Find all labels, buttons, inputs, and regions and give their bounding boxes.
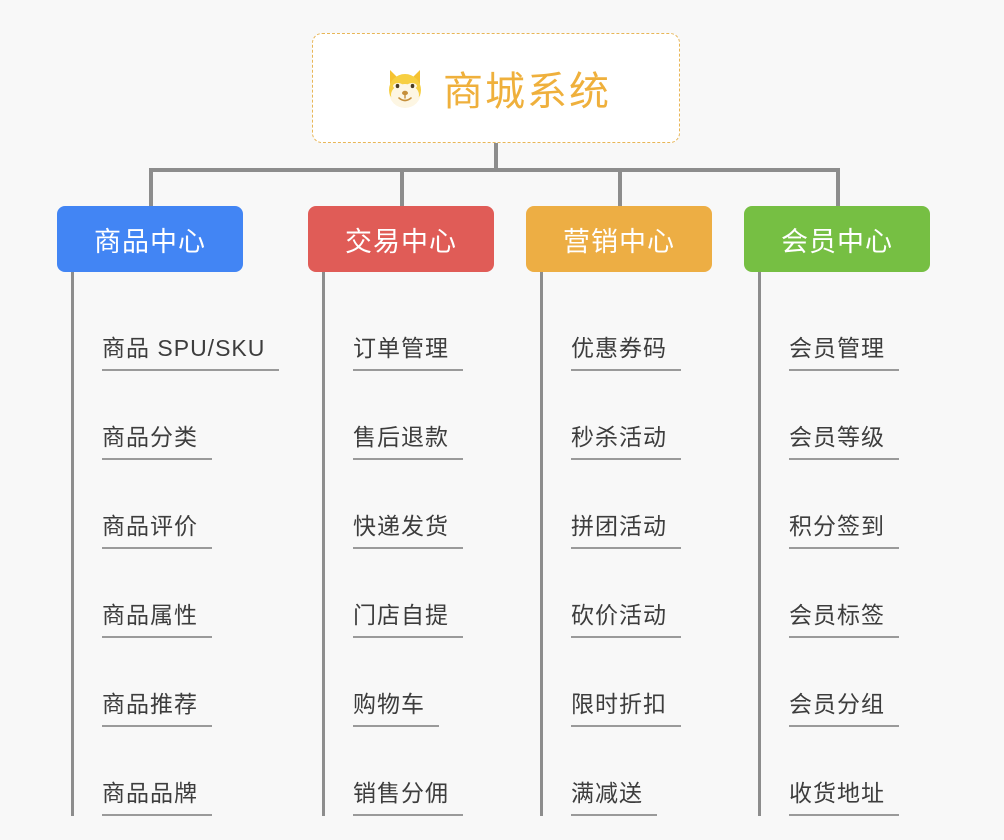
- list-item[interactable]: 会员等级: [761, 371, 930, 460]
- list-item[interactable]: 快递发货: [325, 460, 494, 549]
- list-item[interactable]: 满减送: [543, 727, 712, 816]
- list-item[interactable]: 销售分佣: [325, 727, 494, 816]
- leaf-label: 商品评价: [102, 507, 212, 549]
- leaf-list-2: 订单管理 售后退款 快递发货 门店自提 购物车 销售分佣: [322, 272, 494, 816]
- leaf-label: 销售分佣: [353, 774, 463, 816]
- list-item[interactable]: 订单管理: [325, 282, 494, 371]
- connector-drop-4: [836, 168, 840, 208]
- list-item[interactable]: 优惠券码: [543, 282, 712, 371]
- list-item[interactable]: 收货地址: [761, 727, 930, 816]
- category-header-3[interactable]: 营销中心: [526, 206, 712, 272]
- leaf-label: 门店自提: [353, 596, 463, 638]
- category-title-3: 营销中心: [563, 226, 675, 257]
- category-header-1[interactable]: 商品中心: [57, 206, 243, 272]
- leaf-label: 会员分组: [789, 685, 899, 727]
- leaf-label: 砍价活动: [571, 596, 681, 638]
- list-item[interactable]: 限时折扣: [543, 638, 712, 727]
- branch-column-2: 交易中心 订单管理 售后退款 快递发货 门店自提 购物车 销售分佣: [308, 206, 494, 816]
- list-item[interactable]: 会员标签: [761, 549, 930, 638]
- connector-drop-3: [618, 168, 622, 208]
- list-item[interactable]: 购物车: [325, 638, 494, 727]
- list-item[interactable]: 秒杀活动: [543, 371, 712, 460]
- dog-face-icon: [381, 64, 429, 112]
- root-title: 商城系统: [443, 70, 611, 114]
- leaf-label: 秒杀活动: [571, 418, 681, 460]
- list-item[interactable]: 拼团活动: [543, 460, 712, 549]
- connector-root-stem: [494, 143, 498, 171]
- leaf-label: 满减送: [571, 774, 657, 816]
- list-item[interactable]: 售后退款: [325, 371, 494, 460]
- list-item[interactable]: 商品推荐: [74, 638, 243, 727]
- category-header-4[interactable]: 会员中心: [744, 206, 930, 272]
- leaf-list-1: 商品 SPU/SKU 商品分类 商品评价 商品属性 商品推荐 商品品牌: [71, 272, 280, 816]
- list-item[interactable]: 商品评价: [74, 460, 243, 549]
- leaf-label: 商品品牌: [102, 774, 212, 816]
- list-item[interactable]: 会员管理: [761, 282, 930, 371]
- leaf-label: 拼团活动: [571, 507, 681, 549]
- branch-column-3: 营销中心 优惠券码 秒杀活动 拼团活动 砍价活动 限时折扣 满减送: [526, 206, 712, 816]
- leaf-label: 订单管理: [353, 329, 463, 371]
- category-title-2: 交易中心: [345, 226, 457, 257]
- branch-column-4: 会员中心 会员管理 会员等级 积分签到 会员标签 会员分组 收货地址: [744, 206, 930, 816]
- leaf-label: 会员标签: [789, 596, 899, 638]
- leaf-label: 商品分类: [102, 418, 212, 460]
- leaf-label: 商品推荐: [102, 685, 212, 727]
- leaf-label: 优惠券码: [571, 329, 681, 371]
- leaf-list-3: 优惠券码 秒杀活动 拼团活动 砍价活动 限时折扣 满减送: [540, 272, 712, 816]
- leaf-label: 快递发货: [353, 507, 463, 549]
- leaf-label: 购物车: [353, 685, 439, 727]
- leaf-label: 限时折扣: [571, 685, 681, 727]
- leaf-label: 商品属性: [102, 596, 212, 638]
- leaf-label: 会员等级: [789, 418, 899, 460]
- list-item[interactable]: 商品分类: [74, 371, 243, 460]
- leaf-label: 会员管理: [789, 329, 899, 371]
- branch-column-1: 商品中心 商品 SPU/SKU 商品分类 商品评价 商品属性 商品推荐 商品品牌: [57, 206, 280, 816]
- leaf-label: 积分签到: [789, 507, 899, 549]
- list-item[interactable]: 会员分组: [761, 638, 930, 727]
- leaf-label: 售后退款: [353, 418, 463, 460]
- connector-drop-2: [400, 168, 404, 208]
- leaf-label: 商品 SPU/SKU: [102, 329, 280, 371]
- category-header-2[interactable]: 交易中心: [308, 206, 494, 272]
- connector-horizontal-bus: [149, 168, 840, 172]
- list-item[interactable]: 砍价活动: [543, 549, 712, 638]
- list-item[interactable]: 商品品牌: [74, 727, 243, 816]
- list-item[interactable]: 积分签到: [761, 460, 930, 549]
- leaf-label: 收货地址: [789, 774, 899, 816]
- list-item[interactable]: 商品 SPU/SKU: [74, 282, 280, 371]
- list-item[interactable]: 商品属性: [74, 549, 243, 638]
- category-title-4: 会员中心: [781, 226, 893, 257]
- root-node[interactable]: 商城系统: [312, 33, 680, 143]
- connector-drop-1: [149, 168, 153, 208]
- category-title-1: 商品中心: [94, 226, 206, 257]
- leaf-list-4: 会员管理 会员等级 积分签到 会员标签 会员分组 收货地址: [758, 272, 930, 816]
- list-item[interactable]: 门店自提: [325, 549, 494, 638]
